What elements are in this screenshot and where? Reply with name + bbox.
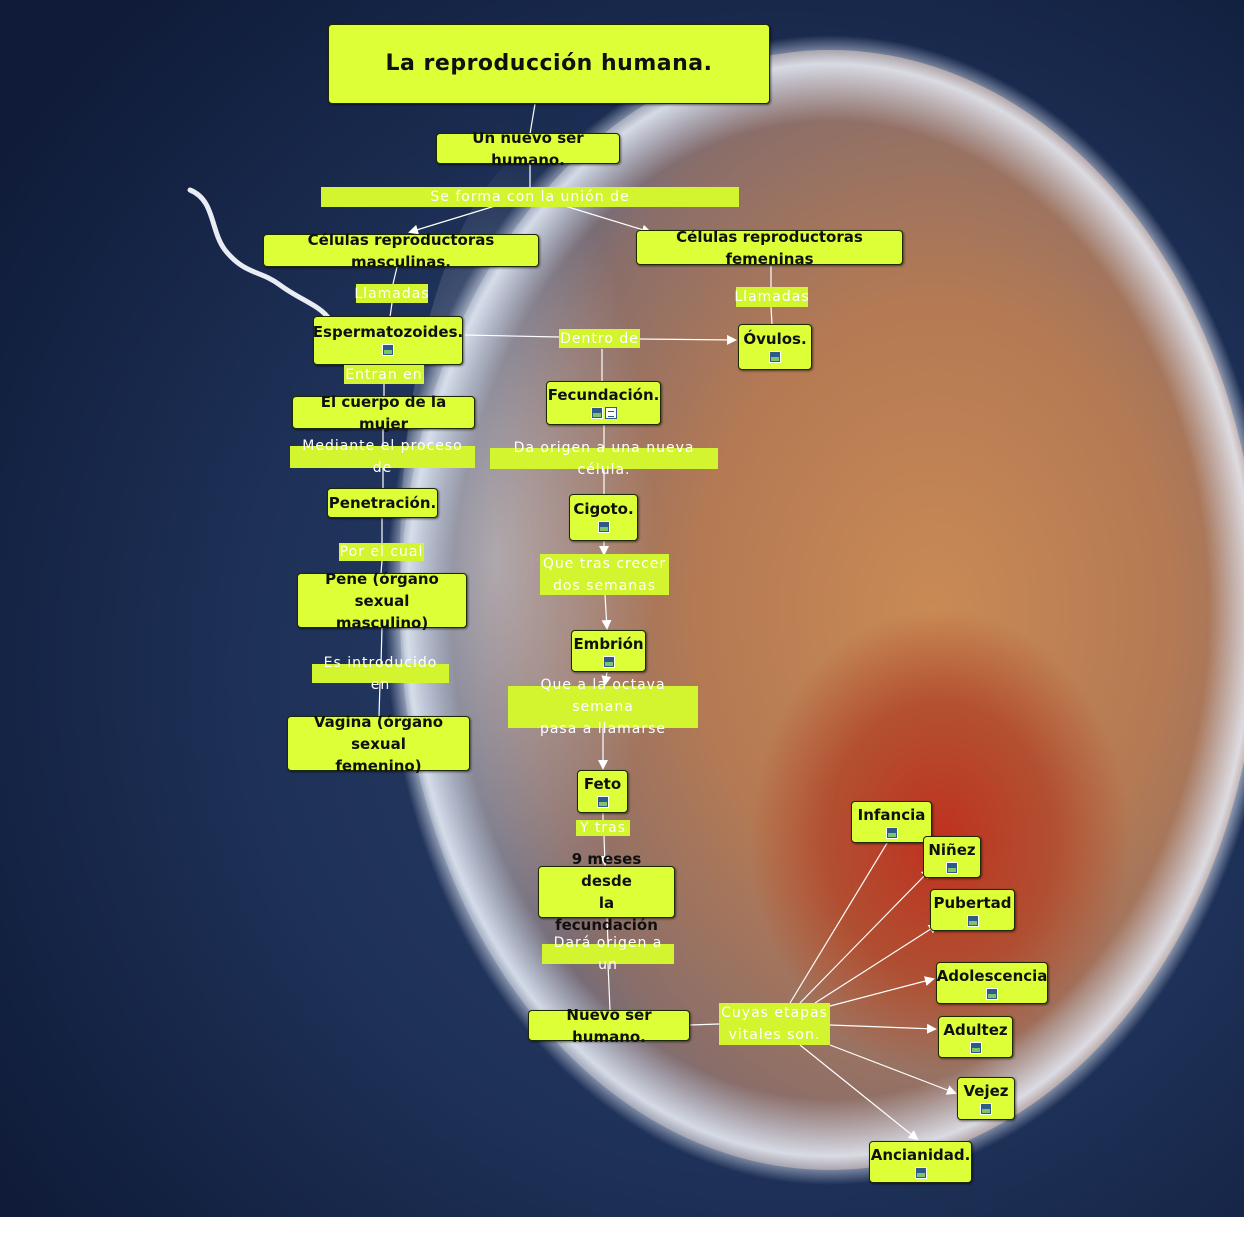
node-celulas-femeninas[interactable]: Células reproductoras femeninas — [636, 230, 903, 265]
node-infancia[interactable]: Infancia — [851, 801, 932, 843]
node-vejez[interactable]: Vejez — [957, 1077, 1015, 1120]
node-adolescencia[interactable]: Adolescencia — [936, 962, 1048, 1004]
link-dentro-de[interactable]: Dentro de — [559, 329, 640, 348]
node-fecundacion[interactable]: Fecundación. — [546, 381, 661, 425]
link-dara-origen[interactable]: Dará origen a un — [542, 944, 674, 964]
image-icon[interactable] — [886, 827, 898, 839]
image-icon[interactable] — [769, 351, 781, 363]
link-es-introducido[interactable]: Es introducido en — [312, 664, 449, 683]
node-nuevo-ser-humano[interactable]: Un nuevo ser humano. — [436, 133, 620, 164]
link-se-forma[interactable]: Se forma con la unión de — [321, 187, 739, 207]
node-penetracion[interactable]: Penetración. — [327, 488, 438, 518]
node-nueve-meses[interactable]: 9 meses desde la fecundación — [538, 866, 675, 918]
node-nuevo-ser-humano-final[interactable]: Nuevo ser humano. — [528, 1010, 690, 1041]
image-icon[interactable] — [382, 344, 394, 356]
node-pene[interactable]: Pene (órgano sexual masculino) — [297, 573, 467, 628]
node-vagina[interactable]: Vagina (órgano sexual femenino) — [287, 716, 470, 771]
link-llamadas-fem[interactable]: Llamadas — [736, 287, 808, 307]
node-ninez[interactable]: Niñez — [923, 836, 981, 878]
link-y-tras[interactable]: Y tras — [576, 820, 630, 836]
node-cuerpo-mujer[interactable]: El cuerpo de la mujer — [292, 396, 475, 429]
node-celulas-masculinas[interactable]: Células reproductoras masculinas. — [263, 234, 539, 267]
node-espermatozoides[interactable]: Espermatozoides. — [313, 316, 463, 365]
node-cigoto[interactable]: Cigoto. — [569, 494, 638, 541]
image-icon[interactable] — [986, 988, 998, 1000]
link-octava-semana[interactable]: Que a la octava semana pasa a llamarse — [508, 686, 698, 728]
image-icon[interactable] — [915, 1167, 927, 1179]
image-icon[interactable] — [970, 1042, 982, 1054]
node-ovulos[interactable]: Óvulos. — [738, 324, 812, 370]
node-adultez[interactable]: Adultez — [938, 1016, 1013, 1058]
link-entran-en[interactable]: Entran en — [344, 365, 424, 384]
image-icon[interactable] — [967, 915, 979, 927]
link-por-el-cual[interactable]: Por el cual — [339, 543, 424, 561]
node-embrion[interactable]: Embrión — [571, 630, 646, 672]
image-icon[interactable] — [598, 521, 610, 533]
document-icon[interactable] — [605, 407, 617, 419]
image-icon[interactable] — [603, 656, 615, 668]
link-llamadas-masc[interactable]: Llamadas — [356, 284, 428, 303]
link-tras-crecer[interactable]: Que tras crecer dos semanas — [540, 554, 669, 595]
image-icon[interactable] — [980, 1103, 992, 1115]
node-ancianidad[interactable]: Ancianidad. — [869, 1141, 972, 1183]
page-title[interactable]: La reproducción humana. — [328, 24, 770, 104]
link-mediante-proceso[interactable]: Mediante el proceso de — [290, 446, 475, 468]
link-cuyas-etapas[interactable]: Cuyas etapas vitales son. — [719, 1003, 830, 1045]
image-icon[interactable] — [591, 407, 603, 419]
node-feto[interactable]: Feto — [577, 770, 628, 813]
image-icon[interactable] — [946, 862, 958, 874]
link-da-origen[interactable]: Da origen a una nueva célula. — [490, 448, 718, 469]
image-icon[interactable] — [597, 796, 609, 808]
node-pubertad[interactable]: Pubertad — [930, 889, 1015, 931]
